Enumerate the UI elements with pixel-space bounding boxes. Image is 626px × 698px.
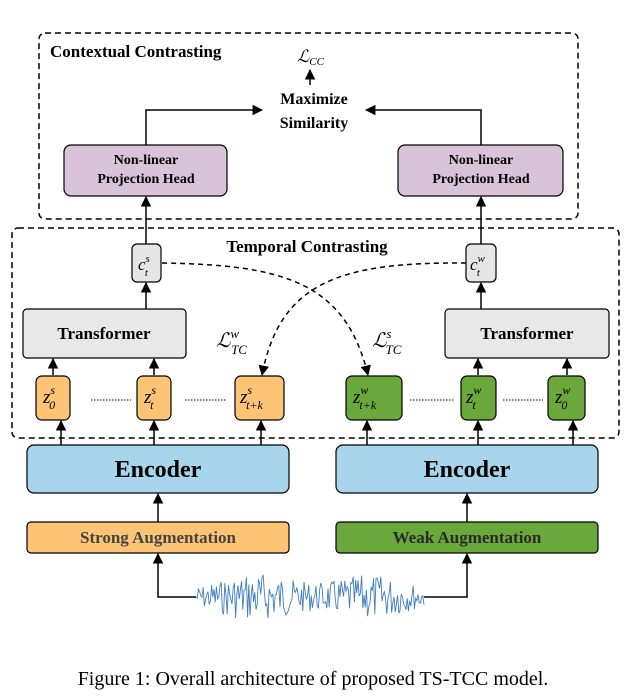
z-weak-t-plus-k: [345, 375, 403, 421]
signal-to-strong-arrow: [152, 552, 196, 598]
figure-caption: Figure 1: Overall architecture of propos…: [77, 668, 549, 690]
projection-head-left-line1: Non-linear: [114, 153, 179, 168]
transformer-left: [22, 308, 187, 359]
cross-arrow-strong-to-weak: [161, 262, 371, 377]
temporal-contrasting-region: [11, 227, 620, 439]
signal-to-weak-arrow: [424, 552, 473, 598]
proj-right-to-maximize-arrow: [364, 104, 482, 145]
transformer-right-label: Transformer: [480, 324, 574, 343]
loss-cc: ℒCC: [297, 47, 325, 68]
cross-arrow-weak-to-strong: [258, 262, 467, 377]
contextual-contrasting-region: [38, 32, 579, 220]
proj-left-to-maximize-arrow: [145, 104, 264, 145]
projection-head-right-line2: Projection Head: [432, 172, 530, 187]
time-series-signal: [195, 573, 425, 619]
temporal-contrasting-title: Temporal Contrasting: [226, 237, 388, 256]
weak-augmentation-label: Weak Augmentation: [393, 528, 542, 547]
projection-head-right-line1: Non-linear: [449, 153, 514, 168]
transformer-right: [444, 308, 610, 359]
projection-head-left-line2: Projection Head: [97, 172, 195, 187]
z-weak-0: [547, 375, 586, 421]
encoder-left-label: Encoder: [115, 457, 202, 483]
similarity-label: Similarity: [280, 115, 348, 132]
strong-augmentation-label: Strong Augmentation: [80, 528, 237, 547]
contextual-contrasting-title: Contextual Contrasting: [50, 42, 222, 61]
z-strong-0: [35, 375, 71, 421]
maximize-label: Maximize: [280, 91, 348, 108]
encoder-right-label: Encoder: [424, 457, 511, 483]
transformer-left-label: Transformer: [57, 324, 151, 343]
